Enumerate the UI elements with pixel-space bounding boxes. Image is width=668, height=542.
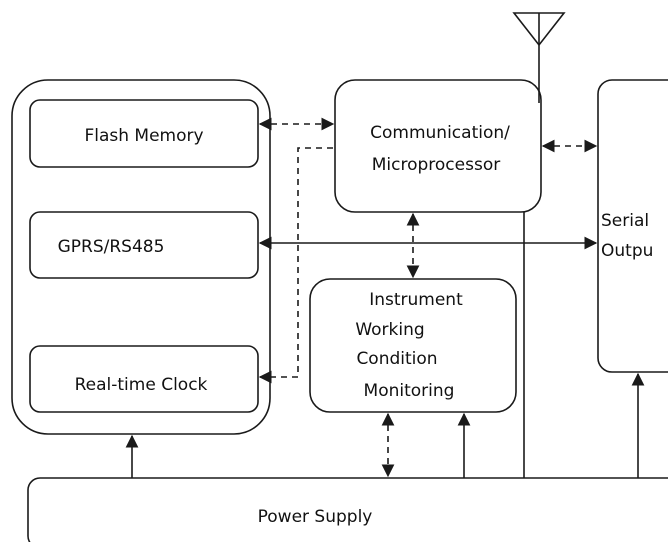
flash-memory-block: Flash Memory [29, 99, 259, 168]
antenna-icon [512, 12, 566, 103]
flash-memory-label: Flash Memory [84, 126, 203, 146]
serial-label-line1: Serial [601, 211, 649, 231]
real-time-clock-block: Real-time Clock [29, 345, 259, 413]
comm-label-line1: Communication/ [370, 123, 510, 143]
comm-label-line2: Microprocessor [372, 155, 500, 175]
instrument-monitoring-block: Instrument Working Condition Monitoring [309, 278, 517, 413]
power-supply-label: Power Supply [258, 507, 373, 527]
iwcm-label-line4: Monitoring [364, 381, 455, 401]
iwcm-label-line2: Working [355, 320, 424, 340]
communication-microprocessor-block: Communication/ Microprocessor [334, 79, 542, 213]
iwcm-label-line3: Condition [356, 349, 437, 369]
iwcm-label-line1: Instrument [369, 290, 463, 310]
power-supply-block: Power Supply [27, 477, 668, 542]
gprs-rs485-label: GPRS/RS485 [58, 237, 165, 257]
serial-output-block: Serial Outpu [597, 79, 668, 373]
real-time-clock-label: Real-time Clock [75, 375, 208, 395]
gprs-rs485-block: GPRS/RS485 [29, 211, 259, 279]
serial-label-line2: Outpu [601, 241, 653, 261]
